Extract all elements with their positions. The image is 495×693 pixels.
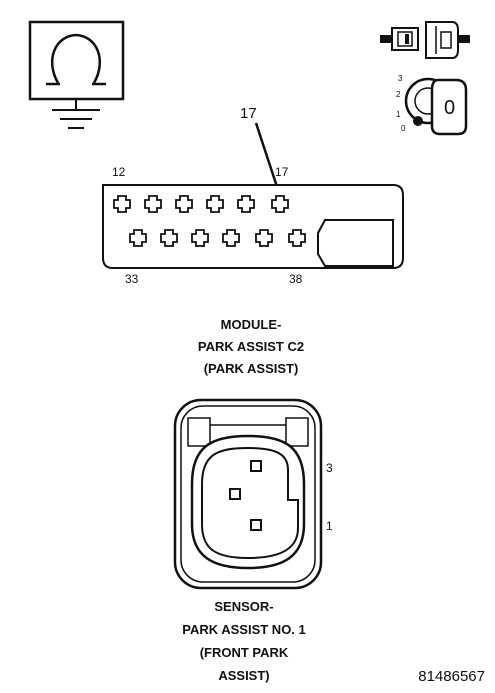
ignition-position-1: 1 (396, 110, 401, 119)
ohmmeter-ground-icon (28, 20, 125, 129)
callout-pin-17: 17 (240, 105, 257, 122)
pin-label-38: 38 (289, 272, 303, 286)
sensor-caption-line-2: PARK ASSIST NO. 1 (182, 622, 306, 637)
sensor-caption-line-4: ASSIST) (218, 668, 269, 683)
ignition-key-label: 0 (444, 97, 455, 119)
ignition-position-2: 2 (396, 90, 401, 99)
sensor-caption-line-3: (FRONT PARK (200, 645, 289, 660)
ignition-switch-icon: 3 2 1 0 0 (396, 74, 468, 136)
module-caption-line-2: PARK ASSIST C2 (198, 339, 304, 354)
ignition-position-3: 3 (398, 74, 403, 83)
sensor-pin-label-1: 1 (326, 519, 333, 533)
figure-number: 81486567 (418, 668, 485, 685)
module-caption-line-3: (PARK ASSIST) (204, 361, 299, 376)
module-caption-line-1: MODULE- (221, 317, 282, 332)
pin-label-12: 12 (112, 165, 126, 179)
module-connector-c2 (102, 184, 404, 269)
sensor-pin-2 (229, 488, 241, 500)
pin-label-33: 33 (125, 272, 139, 286)
ignition-position-0: 0 (401, 124, 406, 133)
sensor-caption-line-1: SENSOR- (214, 599, 273, 614)
sensor-pin-3 (250, 460, 262, 472)
sensor-pin-1 (250, 519, 262, 531)
connector-disconnect-icon (380, 21, 470, 59)
pin-label-17: 17 (275, 165, 289, 179)
sensor-pin-label-3: 3 (326, 461, 333, 475)
sensor-connector (173, 398, 323, 590)
